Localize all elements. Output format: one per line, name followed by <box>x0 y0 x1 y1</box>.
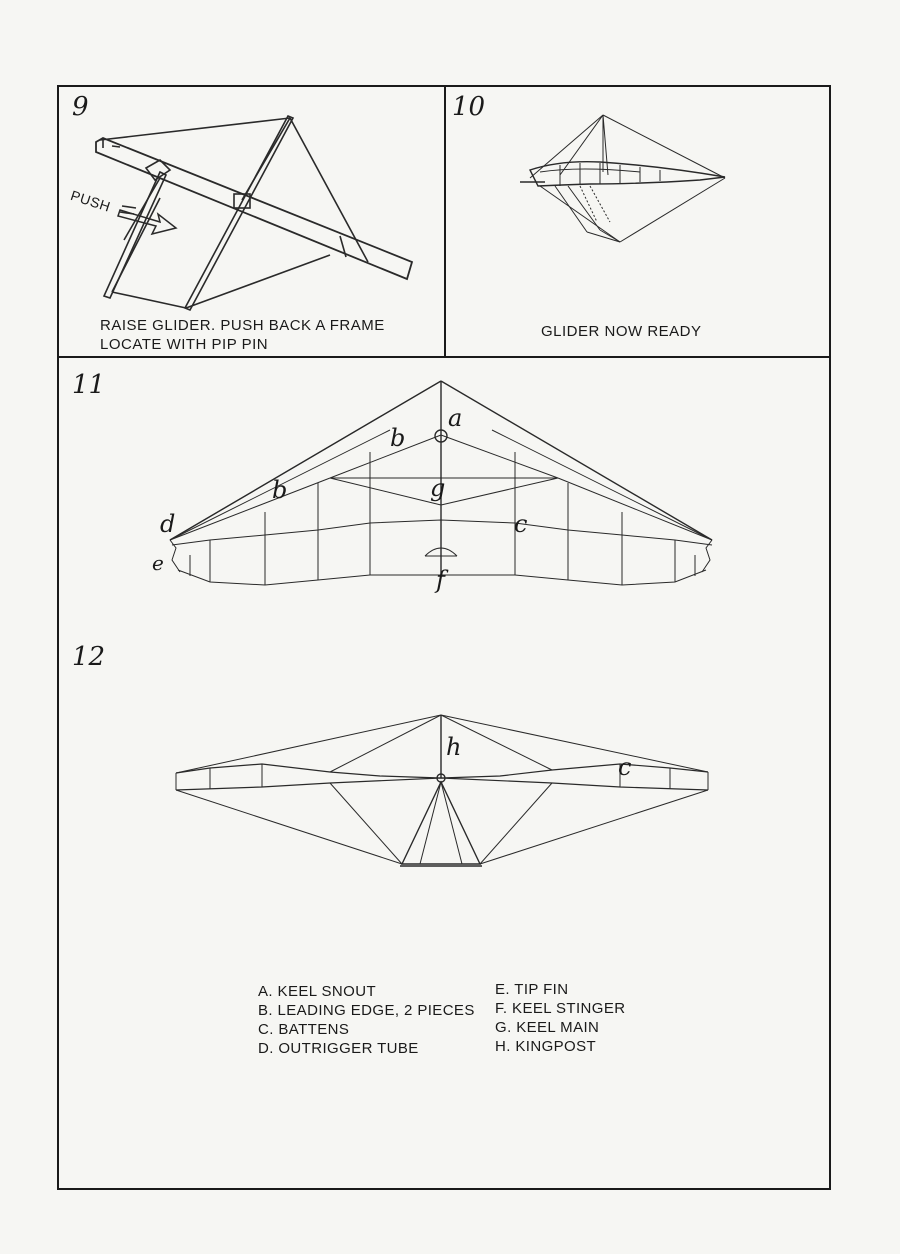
step-10-drawing <box>520 114 726 243</box>
legend-item-g: G. KEEL MAIN <box>495 1019 600 1036</box>
step-11-drawing <box>169 380 713 586</box>
part-letter-h: h <box>446 733 462 761</box>
step-11-number: 11 <box>72 370 106 400</box>
step-10-number: 10 <box>452 92 486 122</box>
part-letter-a: a <box>448 404 463 432</box>
part-letter-b-lower: b <box>272 476 288 504</box>
legend-item-b: B. LEADING EDGE, 2 PIECES <box>258 1002 475 1019</box>
step-9-caption-line-2: LOCATE WITH PIP PIN <box>100 336 269 353</box>
step-9-caption: RAISE GLIDER. PUSH BACK A FRAME LOCATE W… <box>100 316 385 354</box>
part-letter-c-front: c <box>618 753 632 781</box>
lower-panel <box>57 356 831 1190</box>
part-letter-c: c <box>514 510 528 538</box>
part-letter-e: e <box>152 551 164 575</box>
legend-item-c: C. BATTENS <box>258 1021 350 1038</box>
legend-left: A. KEEL SNOUT B. LEADING EDGE, 2 PIECES … <box>258 982 475 1058</box>
legend-item-f: F. KEEL STINGER <box>495 1000 626 1017</box>
step-9-drawing <box>95 114 414 312</box>
part-letter-g: g <box>430 474 446 502</box>
step-12-number: 12 <box>72 642 106 672</box>
legend-item-e: E. TIP FIN <box>495 981 569 998</box>
step-9-caption-line-1: RAISE GLIDER. PUSH BACK A FRAME <box>100 317 385 334</box>
legend-right: E. TIP FIN F. KEEL STINGER G. KEEL MAIN … <box>495 980 625 1056</box>
step-12-drawing <box>175 714 709 867</box>
part-letter-b-upper: b <box>390 424 406 452</box>
legend-item-d: D. OUTRIGGER TUBE <box>258 1040 419 1057</box>
legend-item-a: A. KEEL SNOUT <box>258 983 377 1000</box>
part-letter-d: d <box>160 510 176 538</box>
step-9-number: 9 <box>72 92 89 122</box>
legend-item-h: H. KINGPOST <box>495 1038 597 1055</box>
part-letter-f: f <box>436 566 445 594</box>
step-10-caption: GLIDER NOW READY <box>541 323 702 340</box>
